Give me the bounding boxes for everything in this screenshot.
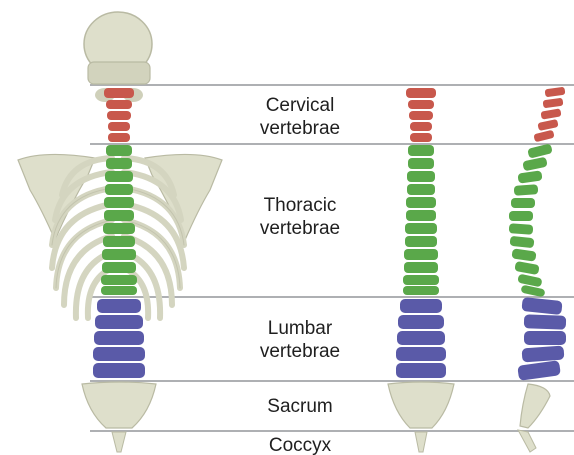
sacrum-middle — [388, 382, 454, 428]
lumbar-segment-left — [93, 299, 145, 378]
coccyx-middle — [415, 432, 427, 452]
sacrum-left — [82, 382, 156, 428]
front-spine — [388, 88, 454, 452]
sacrum-right — [520, 384, 550, 428]
label-sacrum: Sacrum — [230, 395, 370, 418]
coccyx-right — [518, 430, 536, 452]
cervical-segment-middle — [406, 88, 436, 142]
front-skeleton — [18, 12, 222, 452]
thoracic-segment-left — [101, 145, 137, 295]
thoracic-segment-right — [509, 143, 553, 297]
cervical-segment-left — [104, 88, 134, 142]
label-cervical: Cervical vertebrae — [230, 94, 370, 140]
side-spine — [509, 87, 567, 452]
lumbar-segment-middle — [396, 299, 446, 378]
label-lumbar: Lumbar vertebrae — [230, 317, 370, 363]
thoracic-segment-middle — [403, 145, 439, 295]
label-thoracic: Thoracic vertebrae — [230, 194, 370, 240]
coccyx-left — [112, 432, 126, 452]
lumbar-segment-right — [517, 297, 566, 381]
cervical-segment-right — [533, 87, 565, 143]
label-coccyx: Coccyx — [230, 434, 370, 455]
